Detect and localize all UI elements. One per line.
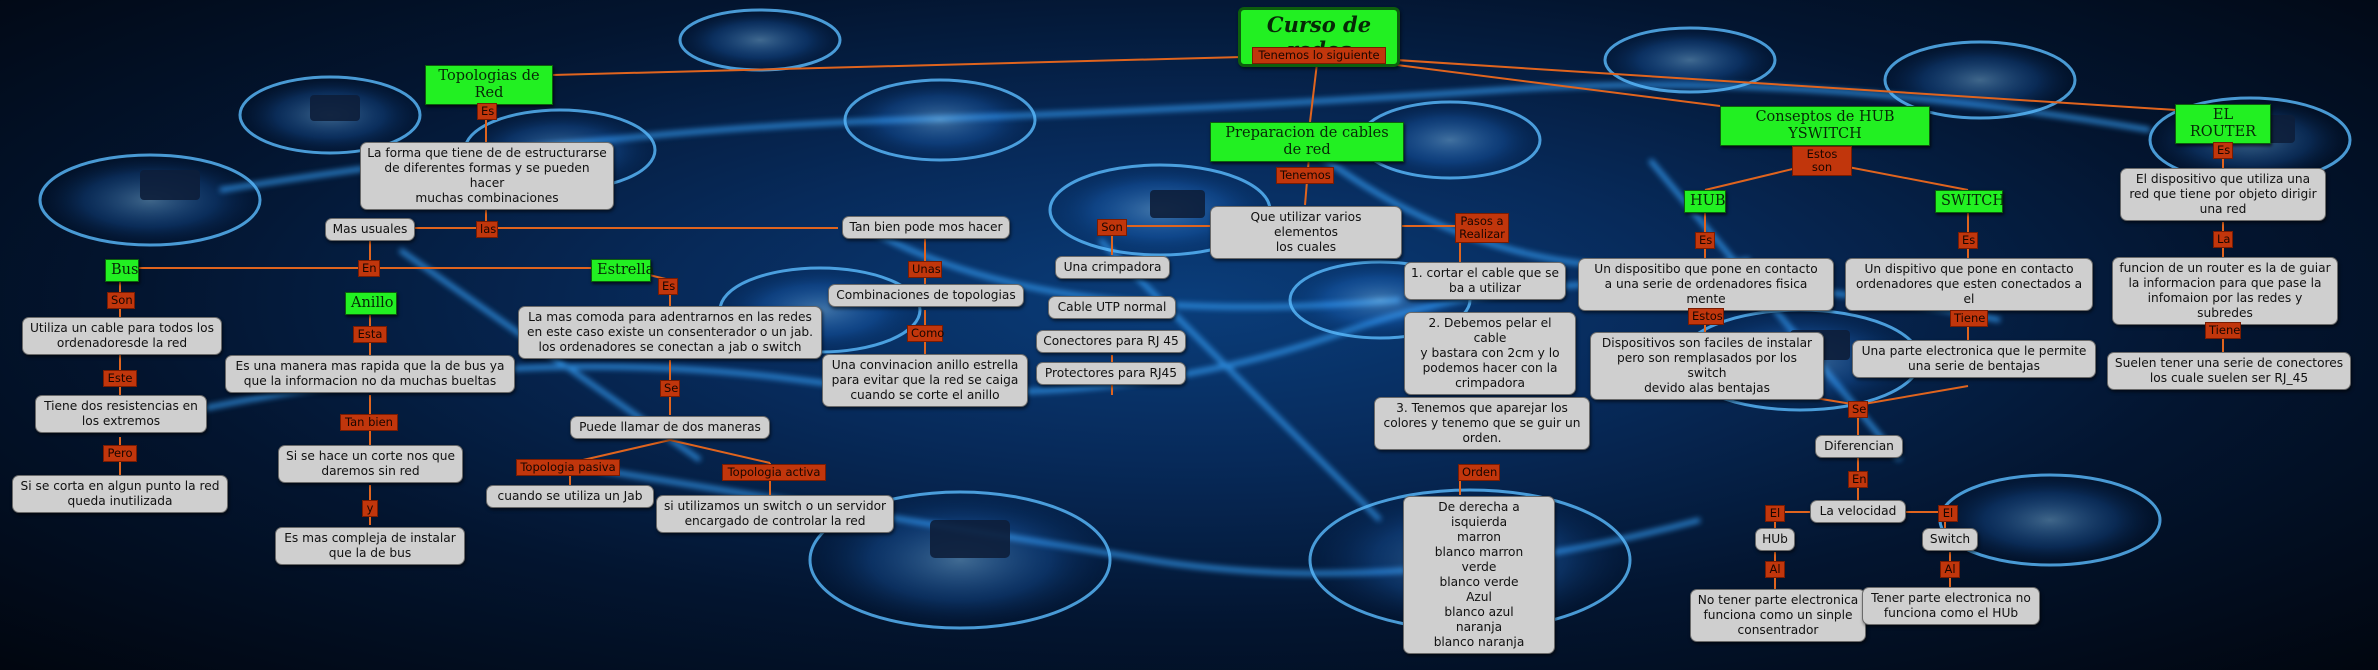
router-conectores-node[interactable]: Suelen tener una serie de conectores los… [2107, 352, 2351, 390]
link-son-bus: Son [107, 292, 135, 309]
link-es-switch: Es [1958, 232, 1978, 249]
estrella-node[interactable]: Estrella [591, 259, 654, 282]
crimpadora-node[interactable]: Una crimpadora [1055, 256, 1170, 279]
hub-no-parte-node[interactable]: No tener parte electronica funciona como… [1690, 589, 1866, 642]
paso3-node[interactable]: 3. Tenemos que aparejar los colores y te… [1374, 397, 1590, 450]
preparacion-node[interactable]: Preparacion de cables de red [1210, 122, 1404, 162]
link-pero: Pero [103, 445, 137, 462]
mas-usuales-node[interactable]: Mas usuales [325, 218, 415, 241]
tan-bien-pode-node[interactable]: Tan bien pode mos hacer [842, 216, 1010, 239]
link-orden: Orden [1458, 464, 1500, 481]
link-son-cables: Son [1097, 219, 1127, 236]
link-topologia-activa: Topologia activa [722, 464, 826, 481]
link-se-estrella: Se [660, 380, 680, 397]
router-def-node[interactable]: El dispositivo que utiliza una red que t… [2120, 168, 2326, 221]
link-pasos-a-realizar: Pasos a Realizar [1455, 213, 1509, 243]
anillo-compleja-node[interactable]: Es mas compleja de instalar que la de bu… [275, 527, 465, 565]
diferencian-node[interactable]: Diferencian [1815, 435, 1903, 458]
anillo-corte-node[interactable]: Si se hace un corte nos que daremos sin … [278, 445, 463, 483]
link-tiene: Tiene [1950, 310, 1988, 327]
dos-maneras-node[interactable]: Puede llamar de dos maneras [570, 416, 770, 439]
link-tiene-router: Tiene [2205, 322, 2241, 339]
paso1-node[interactable]: 1. cortar el cable que se ba a utilizar [1404, 262, 1566, 300]
switch-small-node[interactable]: Switch [1922, 528, 1978, 551]
anillo-node[interactable]: Anillo [345, 292, 397, 315]
link-en: En [358, 260, 380, 277]
switch-node[interactable]: SWITCH [1935, 190, 2005, 213]
combinaciones-node[interactable]: Combinaciones de topologias [828, 284, 1024, 307]
velocidad-node[interactable]: La velocidad [1810, 500, 1906, 523]
hub-facil-node[interactable]: Dispositivos son faciles de instalar per… [1590, 332, 1824, 400]
activa-def-node[interactable]: si utilizamos un switch o un servidor en… [656, 495, 894, 533]
hub-def-node[interactable]: Un dispositibo que pone en contacto a un… [1578, 258, 1834, 311]
switch-tener-parte-node[interactable]: Tener parte electronica no funciona como… [1862, 587, 2040, 625]
bus-resist-node[interactable]: Tiene dos resistencias en los extremos [35, 395, 207, 433]
link-al-switch: Al [1940, 561, 1960, 578]
hub-switch-node[interactable]: Conseptos de HUB YSWITCH [1720, 106, 1930, 146]
link-tan-bien: Tan bien [340, 414, 398, 431]
link-tenemos-lo-siguiente: Tenemos lo siguiente [1252, 47, 1386, 64]
varios-elementos-node[interactable]: Que utilizar varios elementos los cuales [1210, 206, 1402, 259]
link-es-router: Es [2213, 142, 2233, 159]
link-al-hub: Al [1765, 561, 1785, 578]
paso2-node[interactable]: 2. Debemos pelar el cable y bastara con … [1404, 312, 1576, 395]
hub-node[interactable]: HUB [1684, 190, 1726, 213]
pasiva-def-node[interactable]: cuando se utiliza un Jab [486, 485, 654, 508]
protectores-node[interactable]: Protectores para RJ45 [1036, 362, 1186, 385]
topologias-def-node[interactable]: La forma que tiene de de estructurarse d… [360, 142, 614, 210]
link-el-hub: El [1765, 505, 1785, 522]
link-es-estrella: Es [658, 278, 678, 295]
cable-utp-node[interactable]: Cable UTP normal [1048, 296, 1176, 319]
anillo-def-node[interactable]: Es una manera mas rapida que la de bus y… [225, 355, 515, 393]
link-el-switch: El [1938, 505, 1958, 522]
bus-corte-node[interactable]: Si se corta en algun punto la red queda … [12, 475, 228, 513]
link-y: y [362, 500, 378, 517]
estrella-def-node[interactable]: La mas comoda para adentrarnos en las re… [518, 306, 822, 359]
link-la: La [2213, 231, 2233, 248]
orden-colores-node[interactable]: De derecha a isquierda marron blanco mar… [1403, 496, 1555, 654]
switch-def-node[interactable]: Un dispitivo que pone en contacto ordena… [1845, 258, 2093, 311]
link-las: las [476, 221, 498, 238]
link-se-diferencian: Se [1848, 401, 1868, 418]
combinacion-def-node[interactable]: Una convinacion anillo estrella para evi… [822, 354, 1028, 407]
link-estos: Estos [1688, 308, 1724, 325]
link-topologia-pasiva: Topologia pasiva [516, 459, 620, 476]
conectores-node[interactable]: Conectores para RJ 45 [1036, 330, 1186, 353]
router-funcion-node[interactable]: funcion de un router es la de guiar la i… [2112, 257, 2338, 325]
router-node[interactable]: EL ROUTER [2175, 104, 2271, 144]
link-es-hub: Es [1695, 232, 1715, 249]
link-tenemos: Tenemos [1276, 167, 1334, 184]
topologias-node[interactable]: Topologias de Red [425, 65, 553, 105]
link-en-velocidad: En [1848, 471, 1868, 488]
link-este: Este [103, 370, 137, 387]
link-es-topologias: Es [477, 103, 497, 120]
link-estos-son: Estos son [1792, 146, 1852, 176]
switch-parte-node[interactable]: Una parte electronica que le permite una… [1852, 340, 2096, 378]
bus-def-node[interactable]: Utiliza un cable para todos los ordenado… [22, 317, 222, 355]
link-unas: Unas [908, 261, 942, 278]
link-esta-anillo: Esta [353, 326, 387, 343]
link-como: Como [907, 325, 944, 342]
bus-node[interactable]: Bus [105, 259, 139, 282]
hub-small-node[interactable]: HUb [1755, 528, 1795, 551]
